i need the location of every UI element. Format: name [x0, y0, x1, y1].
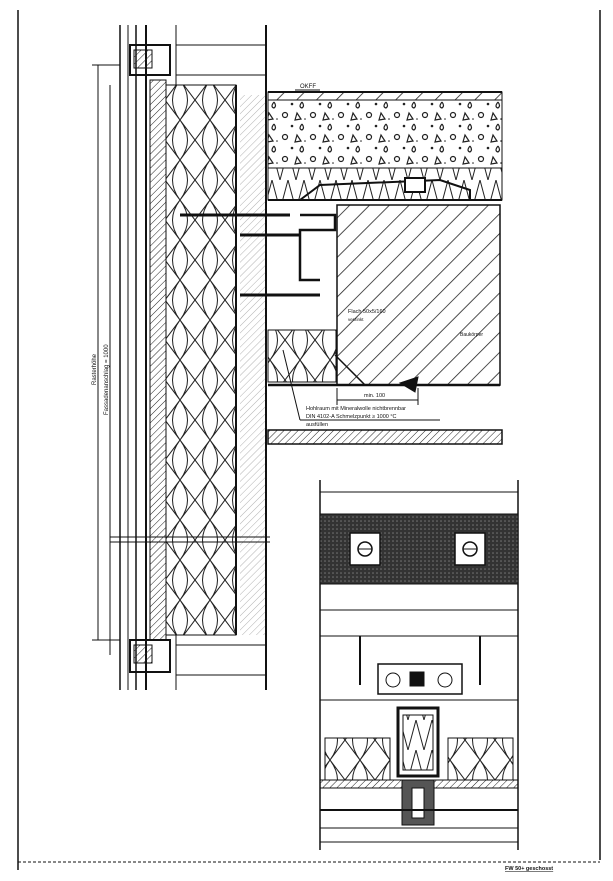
min-dimension-label: min. 100 — [364, 393, 385, 399]
sheet-frame — [17, 10, 601, 870]
floor-slab — [267, 91, 503, 201]
structure-beam — [267, 204, 503, 445]
structure-label: Baukörper — [460, 332, 483, 338]
flat-bar-label: Flach 50x5/160 — [348, 309, 386, 315]
dimension-lines — [92, 64, 120, 655]
facade-dimension-label: Fassadenanschlag = 1000 — [104, 344, 110, 415]
cavity-note-1: Hohlraum mit Mineralwolle nichtbrennbar — [306, 406, 406, 412]
facade-section — [110, 25, 320, 690]
title-block-label: FW 50+ geschosst — [505, 866, 553, 872]
cavity-note-3: ausfüllen — [306, 422, 328, 428]
plan-detail — [319, 480, 519, 850]
grid-height-label: Rasterhöhe — [92, 353, 98, 385]
level-label-okff: OKFF — [300, 84, 316, 90]
cavity-note-2: DIN 4102-A Schmelzpunkt ≥ 1000 °C — [306, 414, 397, 420]
flat-bar-note: verzinkt — [348, 317, 364, 322]
